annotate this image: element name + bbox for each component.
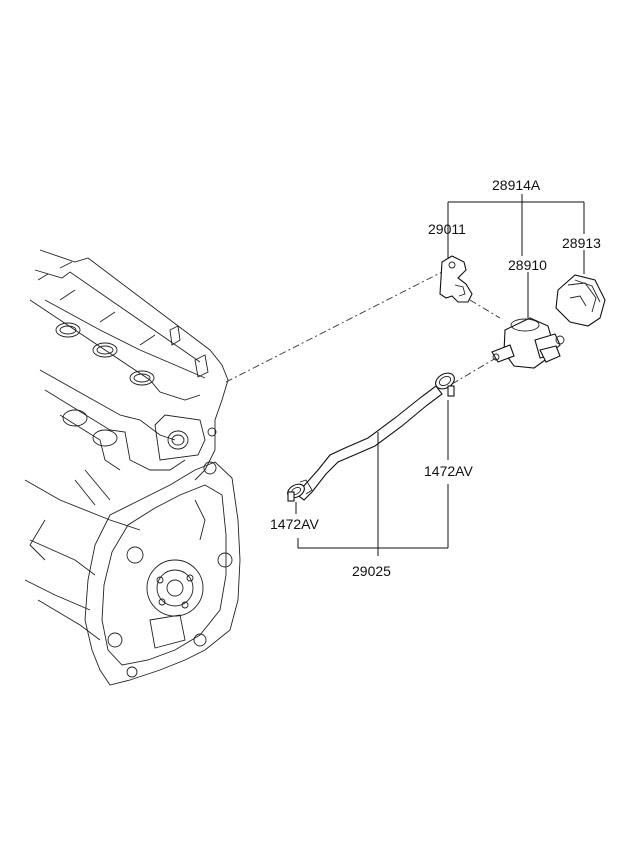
label-clamp-upper: 1472AV: [424, 463, 473, 479]
hose-29025-illustration: [295, 385, 443, 501]
connector-28913-illustration: [555, 274, 606, 327]
leader-lines: [295, 194, 585, 556]
label-hose: 29025: [352, 563, 391, 579]
label-assembly: 28914A: [492, 177, 541, 193]
label-clamp-lower: 1472AV: [270, 516, 319, 532]
label-connector: 28913: [562, 235, 601, 251]
label-valve: 28910: [508, 257, 547, 273]
clamp-lower-illustration: [287, 483, 305, 502]
bracket-29011-illustration: [439, 255, 473, 303]
label-bracket: 29011: [428, 221, 466, 237]
valve-28910-illustration: [491, 317, 565, 369]
clamp-upper-illustration: [435, 372, 455, 397]
alignment-lines: [225, 271, 501, 385]
engine-block-illustration: [24, 249, 241, 686]
